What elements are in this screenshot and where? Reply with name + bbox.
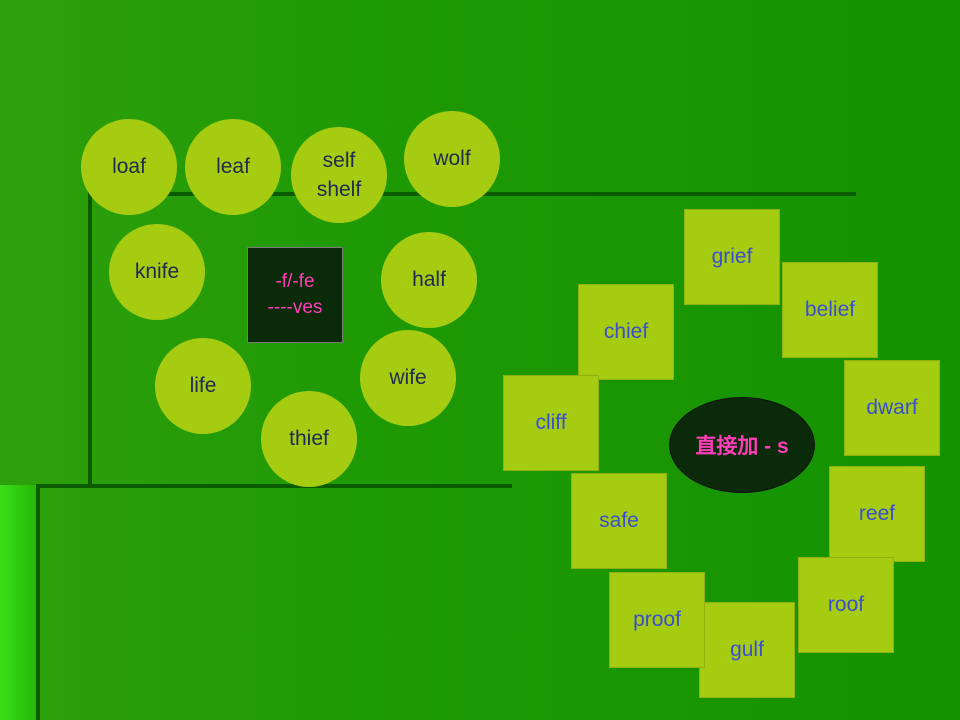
word-label: life (189, 374, 217, 398)
word-label: shelf (316, 178, 362, 201)
rule-label: 直接加 - s (695, 435, 789, 458)
word-square-cliff: cliff (503, 375, 599, 471)
word-square-proof: proof (609, 572, 705, 668)
word-square-reef: reef (829, 466, 925, 562)
word-label: cliff (535, 411, 567, 434)
word-square-roof: roof (798, 557, 894, 653)
word-label: self (322, 148, 356, 172)
direct-add-s-rule-oval: 直接加 - s (669, 397, 815, 493)
word-circle-life: life (155, 338, 251, 434)
word-circle-self-shelf: self shelf (291, 127, 387, 223)
frame-line-lower-left (36, 484, 40, 720)
word-circle-half: half (381, 232, 477, 328)
word-circle-knife: knife (109, 224, 205, 320)
f-fe-ves-rule-box: -f/-fe ----ves (247, 247, 343, 343)
frame-line-middle (36, 484, 512, 488)
word-label: thief (289, 427, 329, 451)
word-label: chief (603, 320, 649, 343)
word-square-dwarf: dwarf (844, 360, 940, 456)
word-label: knife (134, 260, 180, 284)
word-label: reef (858, 502, 896, 525)
word-square-gulf: gulf (699, 602, 795, 698)
word-label: safe (599, 509, 639, 532)
word-label: wolf (433, 147, 471, 171)
word-square-chief: chief (578, 284, 674, 380)
word-label: proof (633, 608, 681, 631)
frame-line-left (88, 192, 92, 488)
word-label: half (412, 268, 446, 292)
left-gradient-strip (0, 485, 36, 720)
word-circle-leaf: leaf (185, 119, 281, 215)
rule-line-1: -f/-fe (275, 271, 315, 293)
word-square-safe: safe (571, 473, 667, 569)
word-label: roof (827, 593, 865, 616)
word-square-grief: grief (684, 209, 780, 305)
word-label: belief (804, 298, 856, 321)
word-circle-wolf: wolf (404, 111, 500, 207)
word-label: wife (389, 366, 427, 390)
rule-line-2: ----ves (267, 297, 323, 318)
word-label: grief (711, 245, 753, 268)
word-label: leaf (216, 155, 250, 179)
word-circle-thief: thief (261, 391, 357, 487)
word-circle-loaf: loaf (81, 119, 177, 215)
word-circle-wife: wife (360, 330, 456, 426)
word-label: dwarf (866, 396, 918, 419)
word-label: gulf (730, 638, 764, 661)
word-square-belief: belief (782, 262, 878, 358)
word-label: loaf (112, 155, 146, 179)
